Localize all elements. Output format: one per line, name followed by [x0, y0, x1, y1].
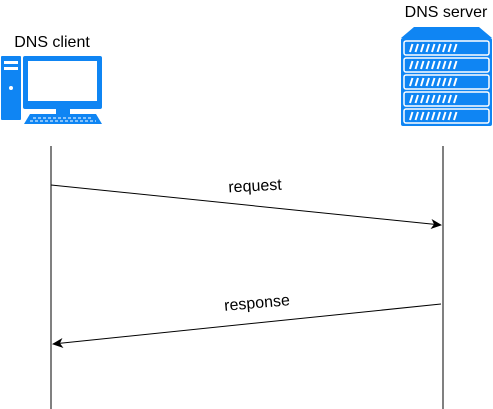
- server-unit-stripe: [447, 43, 452, 53]
- server-unit-stripe: [425, 94, 430, 104]
- server-unit-stripe: [425, 77, 430, 87]
- server-unit-stripe: [442, 94, 447, 104]
- desktop-computer-icon: [1, 56, 102, 124]
- response-arrow: [52, 303, 442, 348]
- server-unit-stripe: [414, 77, 419, 87]
- server-label: DNS server: [405, 4, 488, 21]
- server-unit: [403, 40, 490, 56]
- server-unit: [403, 57, 490, 73]
- server-unit-stripe: [447, 60, 452, 70]
- server-unit-stripe: [453, 94, 458, 104]
- server-unit-stripe: [453, 60, 458, 70]
- server-unit-stripe: [453, 77, 458, 87]
- server-unit-stripe: [436, 77, 441, 87]
- server-unit-stripe: [453, 43, 458, 53]
- server-rack-icon: [401, 27, 492, 126]
- server-unit-stripe: [420, 111, 425, 121]
- server-unit-stripe: [442, 111, 447, 121]
- server-unit-stripe: [431, 60, 436, 70]
- server-unit-stripe: [409, 77, 414, 87]
- server-unit-stripe: [431, 94, 436, 104]
- server-unit-stripe: [436, 60, 441, 70]
- server-unit-stripe: [409, 60, 414, 70]
- server-unit-stripe: [425, 111, 430, 121]
- server-unit-stripe: [414, 43, 419, 53]
- response-label: response: [224, 292, 291, 315]
- server-unit: [403, 74, 490, 90]
- server-unit-stripe: [436, 43, 441, 53]
- server-unit-stripe: [442, 43, 447, 53]
- server-unit-stripe: [436, 111, 441, 121]
- server-unit-stripe: [414, 60, 419, 70]
- server-unit-stripe: [414, 111, 419, 121]
- server-unit-stripe: [442, 77, 447, 87]
- server-unit-stripe: [420, 60, 425, 70]
- server-unit-stripe: [414, 94, 419, 104]
- server-unit-stripe: [447, 94, 452, 104]
- server-unit-stripe: [447, 77, 452, 87]
- server-unit-stripe: [436, 94, 441, 104]
- server-unit-stripe: [420, 43, 425, 53]
- request-label: request: [228, 177, 283, 197]
- server-unit-stripe: [442, 60, 447, 70]
- server-unit-stripe: [420, 77, 425, 87]
- request-arrow: [50, 184, 442, 229]
- server-unit-stripe: [425, 60, 430, 70]
- server-unit-stripe: [431, 77, 436, 87]
- server-unit: [403, 91, 490, 107]
- server-unit-stripe: [420, 94, 425, 104]
- server-unit-stripe: [447, 111, 452, 121]
- server-unit-stripe: [409, 43, 414, 53]
- server-unit-stripe: [425, 43, 430, 53]
- server-unit-stripe: [409, 111, 414, 121]
- server-unit: [403, 108, 490, 124]
- client-label: DNS client: [14, 34, 90, 51]
- server-unit-stripe: [453, 111, 458, 121]
- server-unit-stripe: [431, 111, 436, 121]
- server-unit-stripe: [409, 94, 414, 104]
- server-unit-stripe: [431, 43, 436, 53]
